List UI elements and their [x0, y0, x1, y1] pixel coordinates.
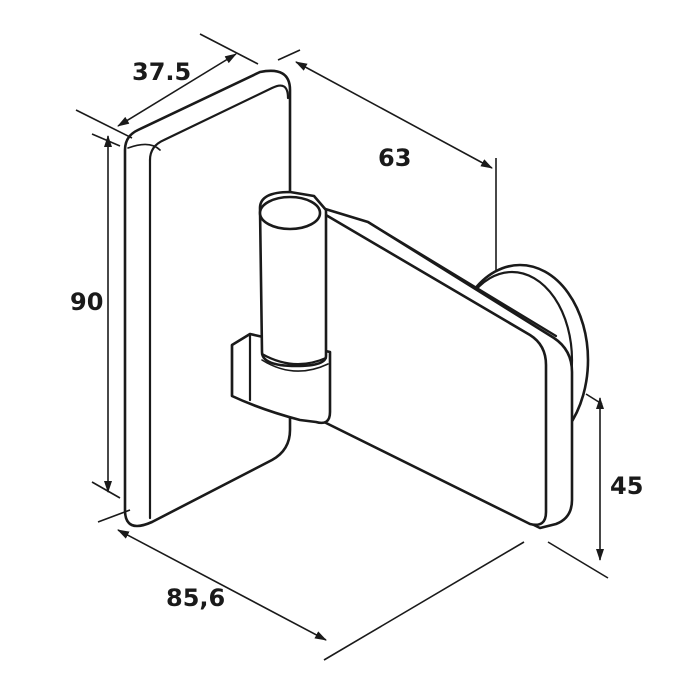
dimension-projection: 45 [547, 393, 643, 579]
dimension-height: 90 [70, 133, 121, 499]
dimension-width: 85,6 [97, 509, 525, 661]
dimension-label-depth: 63 [378, 144, 411, 172]
right-wing-plate [312, 206, 574, 530]
dimension-label-projection: 45 [610, 472, 643, 500]
wall-mount-plate [123, 69, 292, 528]
hinge-knuckle [230, 190, 332, 425]
dimension-label-width: 85,6 [166, 584, 225, 612]
dimension-label-height: 90 [70, 288, 103, 316]
dimension-label-thickness: 37.5 [132, 58, 191, 86]
dimension-depth: 63 [277, 49, 497, 270]
dimension-thickness: 37.5 [75, 33, 259, 139]
